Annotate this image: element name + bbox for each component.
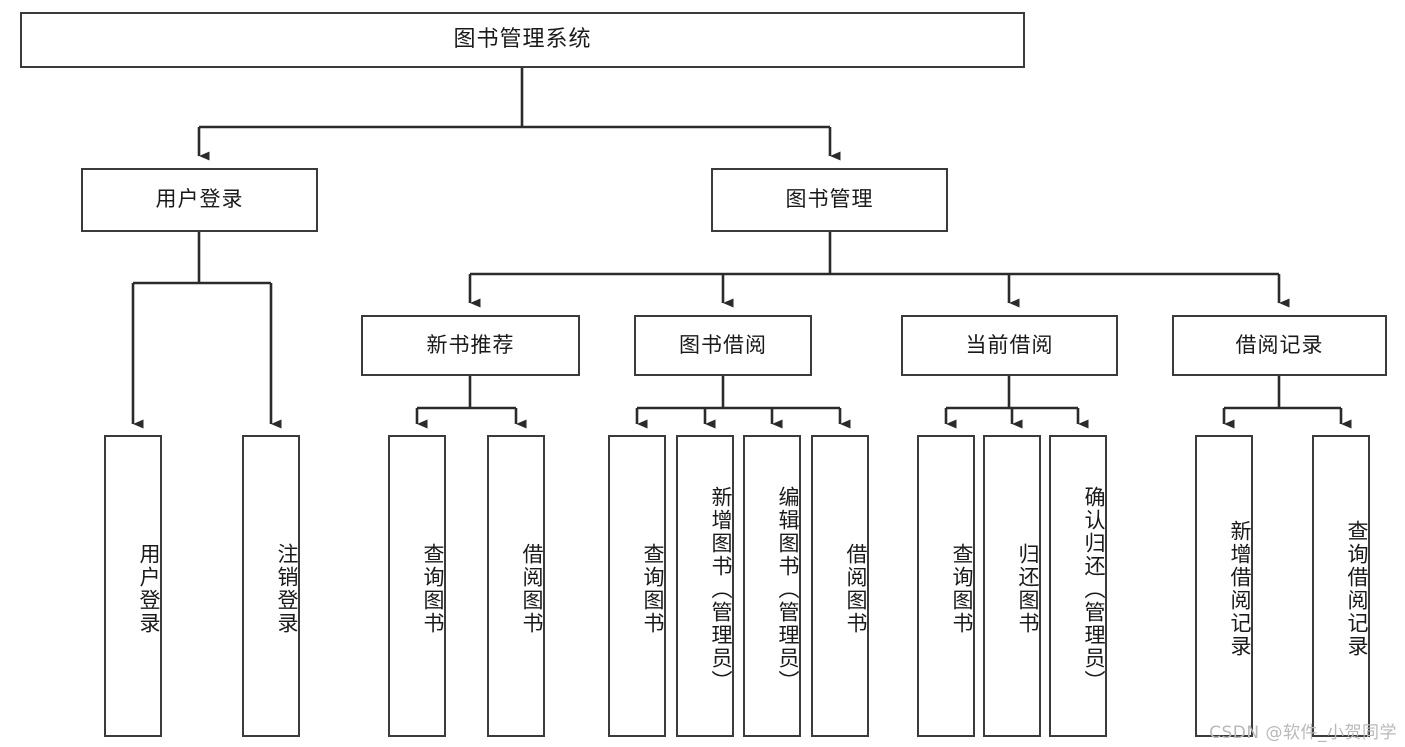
node-label: 新增借阅记录 (1228, 520, 1252, 658)
node-book-management[interactable]: 图书管理 (711, 168, 948, 232)
node-label: 借阅图书 (844, 543, 868, 635)
leaf-current-query-book[interactable]: 查询图书 (917, 435, 975, 737)
leaf-borrow-borrow-book[interactable]: 借阅图书 (811, 435, 869, 737)
leaf-new-book-query[interactable]: 查询图书 (388, 435, 446, 737)
watermark: CSDN @软件_小贺同学 (1209, 723, 1397, 743)
node-label: 归还图书 (1016, 543, 1040, 635)
node-label: 当前借阅 (965, 332, 1054, 357)
node-new-book-recommend[interactable]: 新书推荐 (361, 315, 580, 376)
node-label: 新书推荐 (426, 332, 515, 357)
leaf-user-login-login[interactable]: 用户登录 (104, 435, 162, 737)
node-label: 新增图书（管理员） (709, 485, 733, 693)
node-label: 查询图书 (641, 543, 665, 635)
leaf-new-book-borrow[interactable]: 借阅图书 (487, 435, 545, 737)
node-label: 编辑图书（管理员） (776, 485, 800, 693)
leaf-record-query[interactable]: 查询借阅记录 (1312, 435, 1370, 737)
node-label: 图书借阅 (679, 332, 767, 357)
node-book-borrow[interactable]: 图书借阅 (634, 315, 812, 376)
node-root-library-system[interactable]: 图书管理系统 (20, 12, 1025, 68)
node-label: 借阅记录 (1235, 332, 1324, 357)
node-label: 借阅图书 (520, 543, 544, 635)
node-label: 用户登录 (155, 187, 244, 212)
leaf-borrow-edit-book[interactable]: 编辑图书（管理员） (743, 435, 801, 737)
node-label: 查询借阅记录 (1345, 520, 1369, 658)
node-label: 查询图书 (950, 543, 974, 635)
node-label: 用户登录 (137, 543, 161, 635)
leaf-current-return-book[interactable]: 归还图书 (983, 435, 1041, 737)
node-label: 查询图书 (421, 543, 445, 635)
leaf-current-confirm-return[interactable]: 确认归还（管理员） (1049, 435, 1107, 737)
leaf-record-add[interactable]: 新增借阅记录 (1195, 435, 1253, 737)
node-label: 图书管理 (785, 187, 874, 212)
leaf-borrow-query-book[interactable]: 查询图书 (608, 435, 666, 737)
node-label: 图书管理系统 (453, 26, 592, 52)
node-borrow-record[interactable]: 借阅记录 (1172, 315, 1387, 376)
node-current-borrow[interactable]: 当前借阅 (901, 315, 1118, 376)
node-label: 注销登录 (275, 543, 299, 635)
node-user-login[interactable]: 用户登录 (81, 168, 318, 232)
leaf-borrow-add-book[interactable]: 新增图书（管理员） (676, 435, 734, 737)
node-label: 确认归还（管理员） (1082, 485, 1106, 693)
leaf-user-login-logout[interactable]: 注销登录 (242, 435, 300, 737)
